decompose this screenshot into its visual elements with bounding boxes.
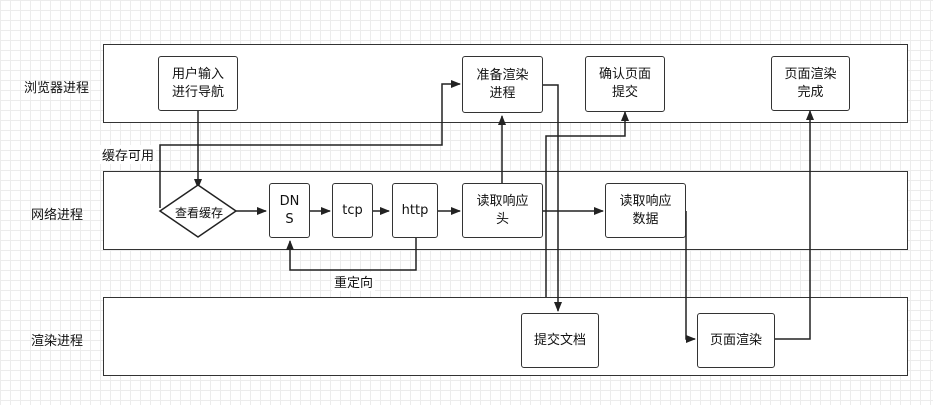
node-submit-doc: 提交文档 — [521, 313, 599, 368]
node-page-render: 页面渲染 — [697, 313, 775, 368]
node-user-input: 用户输入 进行导航 — [158, 56, 238, 111]
edge-cache-available — [159, 80, 461, 208]
node-tcp: tcp — [332, 183, 373, 238]
lane-label-render: 渲染进程 — [31, 334, 84, 349]
lane-label-browser: 浏览器进程 — [24, 81, 90, 96]
edge-prepare-to-submit-doc — [543, 84, 562, 312]
node-read-headers: 读取响应 头 — [462, 183, 543, 238]
edge-submit-doc-to-confirm — [545, 111, 629, 297]
node-http: http — [392, 183, 438, 238]
lane-label-network: 网络进程 — [31, 208, 84, 223]
node-check-cache-label: 查看缓存 — [175, 206, 224, 220]
node-page-render-done: 页面渲染 完成 — [771, 56, 850, 111]
edge-redirect — [286, 237, 417, 271]
node-read-data: 读取响应 数据 — [605, 183, 686, 238]
label-cache-available: 缓存可用 — [100, 145, 157, 164]
node-prepare-render: 准备渲染 进程 — [462, 56, 543, 113]
edge-read-data-to-page-render — [685, 211, 696, 343]
node-dns: DN S — [269, 183, 310, 238]
check-cache-diamond — [158, 184, 238, 238]
edge-page-render-to-done — [775, 110, 814, 340]
label-redirect: 重定向 — [332, 272, 376, 291]
node-confirm-page: 确认页面 提交 — [585, 56, 665, 112]
